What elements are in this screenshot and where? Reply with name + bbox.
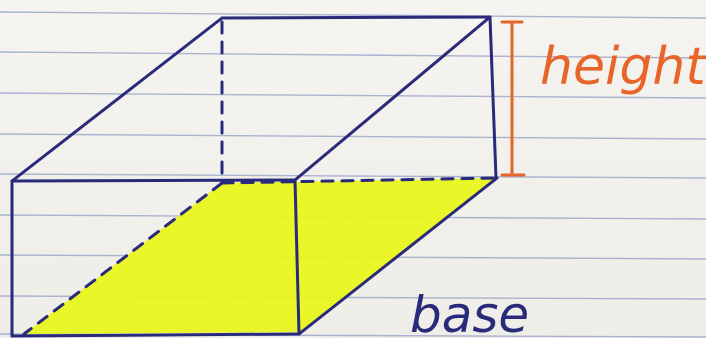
ruled-line bbox=[0, 133, 706, 140]
top-left-edge bbox=[10, 16, 224, 183]
base-highlight bbox=[24, 178, 497, 334]
ruled-line bbox=[0, 51, 706, 59]
height-label: height bbox=[540, 37, 706, 97]
ruled-line bbox=[0, 11, 706, 19]
base-label: base bbox=[410, 286, 529, 338]
top-right-edge bbox=[293, 15, 492, 182]
ruled-line bbox=[0, 173, 706, 179]
bottom-right-edge bbox=[297, 176, 499, 336]
height-marker bbox=[500, 20, 526, 177]
hidden-diagonal-edge bbox=[22, 181, 224, 336]
hidden-back-edge bbox=[220, 176, 499, 185]
ruled-line bbox=[0, 92, 706, 99]
visible-edges bbox=[10, 15, 499, 338]
hidden-edges bbox=[22, 20, 499, 336]
front-top-edge bbox=[10, 178, 297, 183]
front-bottom-edge bbox=[10, 332, 301, 338]
top-back-edge bbox=[220, 15, 492, 20]
back-right-vertical-edge bbox=[488, 15, 498, 180]
front-right-edge bbox=[293, 178, 301, 336]
